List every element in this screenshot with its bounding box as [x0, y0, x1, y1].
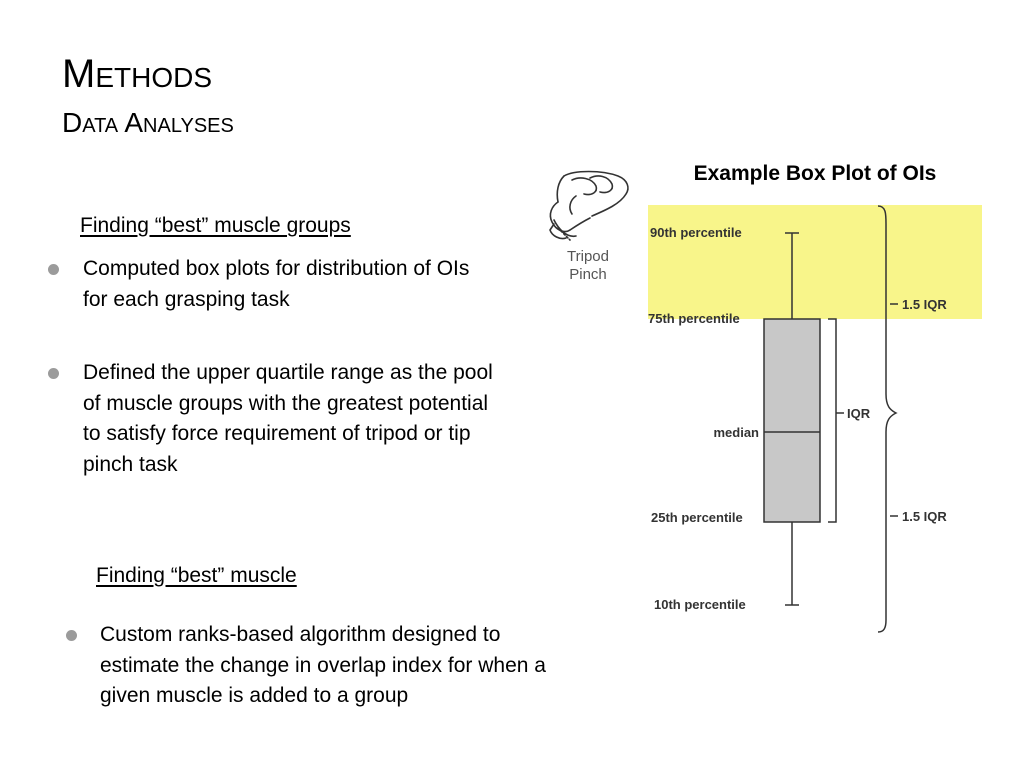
slide-title: Methods [62, 52, 212, 96]
label-10th-percentile: 10th percentile [654, 597, 746, 612]
label-median: median [713, 425, 759, 440]
bullet-dot-icon [48, 264, 59, 275]
iqr-box [763, 318, 821, 523]
label-lower-1-5-iqr: 1.5 IQR [902, 509, 947, 524]
bullet-dot-icon [66, 630, 77, 641]
bullet-dot-icon [48, 368, 59, 379]
upper-quartile-highlight [648, 205, 982, 319]
section-heading-best-muscle: Finding “best” muscle [96, 564, 297, 587]
bullet-upper-quartile: Defined the upper quartile range as the … [83, 361, 493, 476]
bullet-ranks-algorithm: Custom ranks-based algorithm designed to… [100, 623, 546, 707]
tripod-label-line1: Tripod [567, 248, 609, 265]
iqr-bracket [828, 318, 837, 523]
tripod-label-line2: Pinch [569, 266, 607, 283]
tripod-pinch-hand-icon [549, 170, 629, 241]
box-plot-diagram: 90th percentile 75th percentile median 2… [648, 205, 982, 633]
label-25th-percentile: 25th percentile [651, 510, 743, 525]
section-heading-muscle-groups: Finding “best” muscle groups [80, 214, 351, 237]
label-90th-percentile: 90th percentile [650, 225, 742, 240]
label-upper-1-5-iqr: 1.5 IQR [902, 297, 947, 312]
figure-title: Example Box Plot of OIs [693, 162, 937, 185]
range-curly-brace [877, 205, 898, 633]
bullet-box-plots: Computed box plots for distribution of O… [83, 257, 470, 311]
label-75th-percentile: 75th percentile [648, 311, 740, 326]
tripod-pinch-label: Tripod Pinch [556, 248, 620, 284]
label-iqr: IQR [847, 406, 871, 421]
slide-subtitle: Data Analyses [62, 107, 234, 138]
